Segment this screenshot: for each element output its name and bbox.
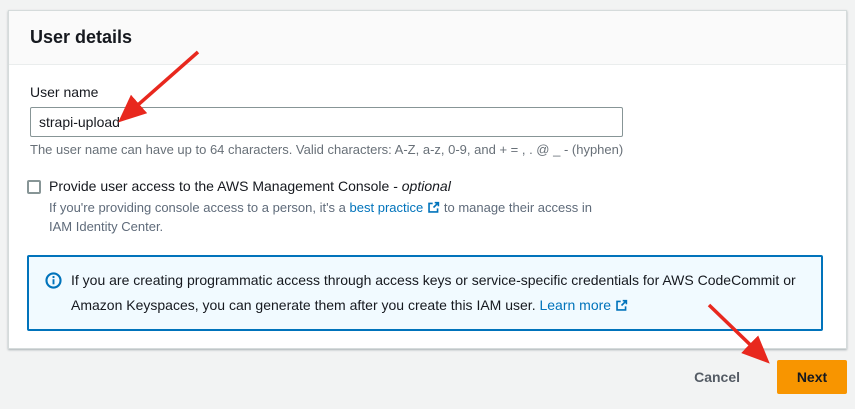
info-alert-message: If you are creating programmatic access … <box>71 272 796 313</box>
best-practice-link-label: best practice <box>349 200 424 215</box>
external-link-icon <box>616 299 628 311</box>
username-constraint-text: The user name can have up to 64 characte… <box>30 142 624 157</box>
console-access-row: Provide user access to the AWS Managemen… <box>27 178 826 236</box>
info-icon <box>45 272 62 289</box>
info-alert-text: If you are creating programmatic access … <box>71 268 805 318</box>
cancel-button[interactable]: Cancel <box>690 363 744 391</box>
best-practice-link[interactable]: best practice <box>350 200 441 215</box>
optional-suffix: optional <box>401 178 451 194</box>
description-after: to manage their access in IAM Identity C… <box>49 200 592 234</box>
console-access-label: Provide user access to the AWS Managemen… <box>49 178 594 195</box>
description-before: If you're providing console access to a … <box>49 200 346 215</box>
external-link-icon <box>428 201 440 213</box>
learn-more-link[interactable]: Learn more <box>539 297 628 313</box>
console-access-content: Provide user access to the AWS Managemen… <box>49 178 594 236</box>
panel-body: User name The user name can have up to 6… <box>9 65 846 348</box>
console-access-label-text: Provide user access to the AWS Managemen… <box>49 178 398 194</box>
username-label: User name <box>30 84 99 100</box>
wizard-footer: Cancel Next <box>0 360 847 394</box>
panel-header: User details <box>9 11 846 65</box>
username-input[interactable] <box>30 107 623 137</box>
learn-more-link-label: Learn more <box>539 297 612 313</box>
console-access-description: If you're providing console access to a … <box>49 198 594 236</box>
next-button[interactable]: Next <box>777 360 847 394</box>
info-alert: If you are creating programmatic access … <box>27 255 823 331</box>
console-access-checkbox[interactable] <box>27 180 41 194</box>
panel-title: User details <box>30 27 133 47</box>
user-details-panel: User details User name The user name can… <box>8 10 847 349</box>
